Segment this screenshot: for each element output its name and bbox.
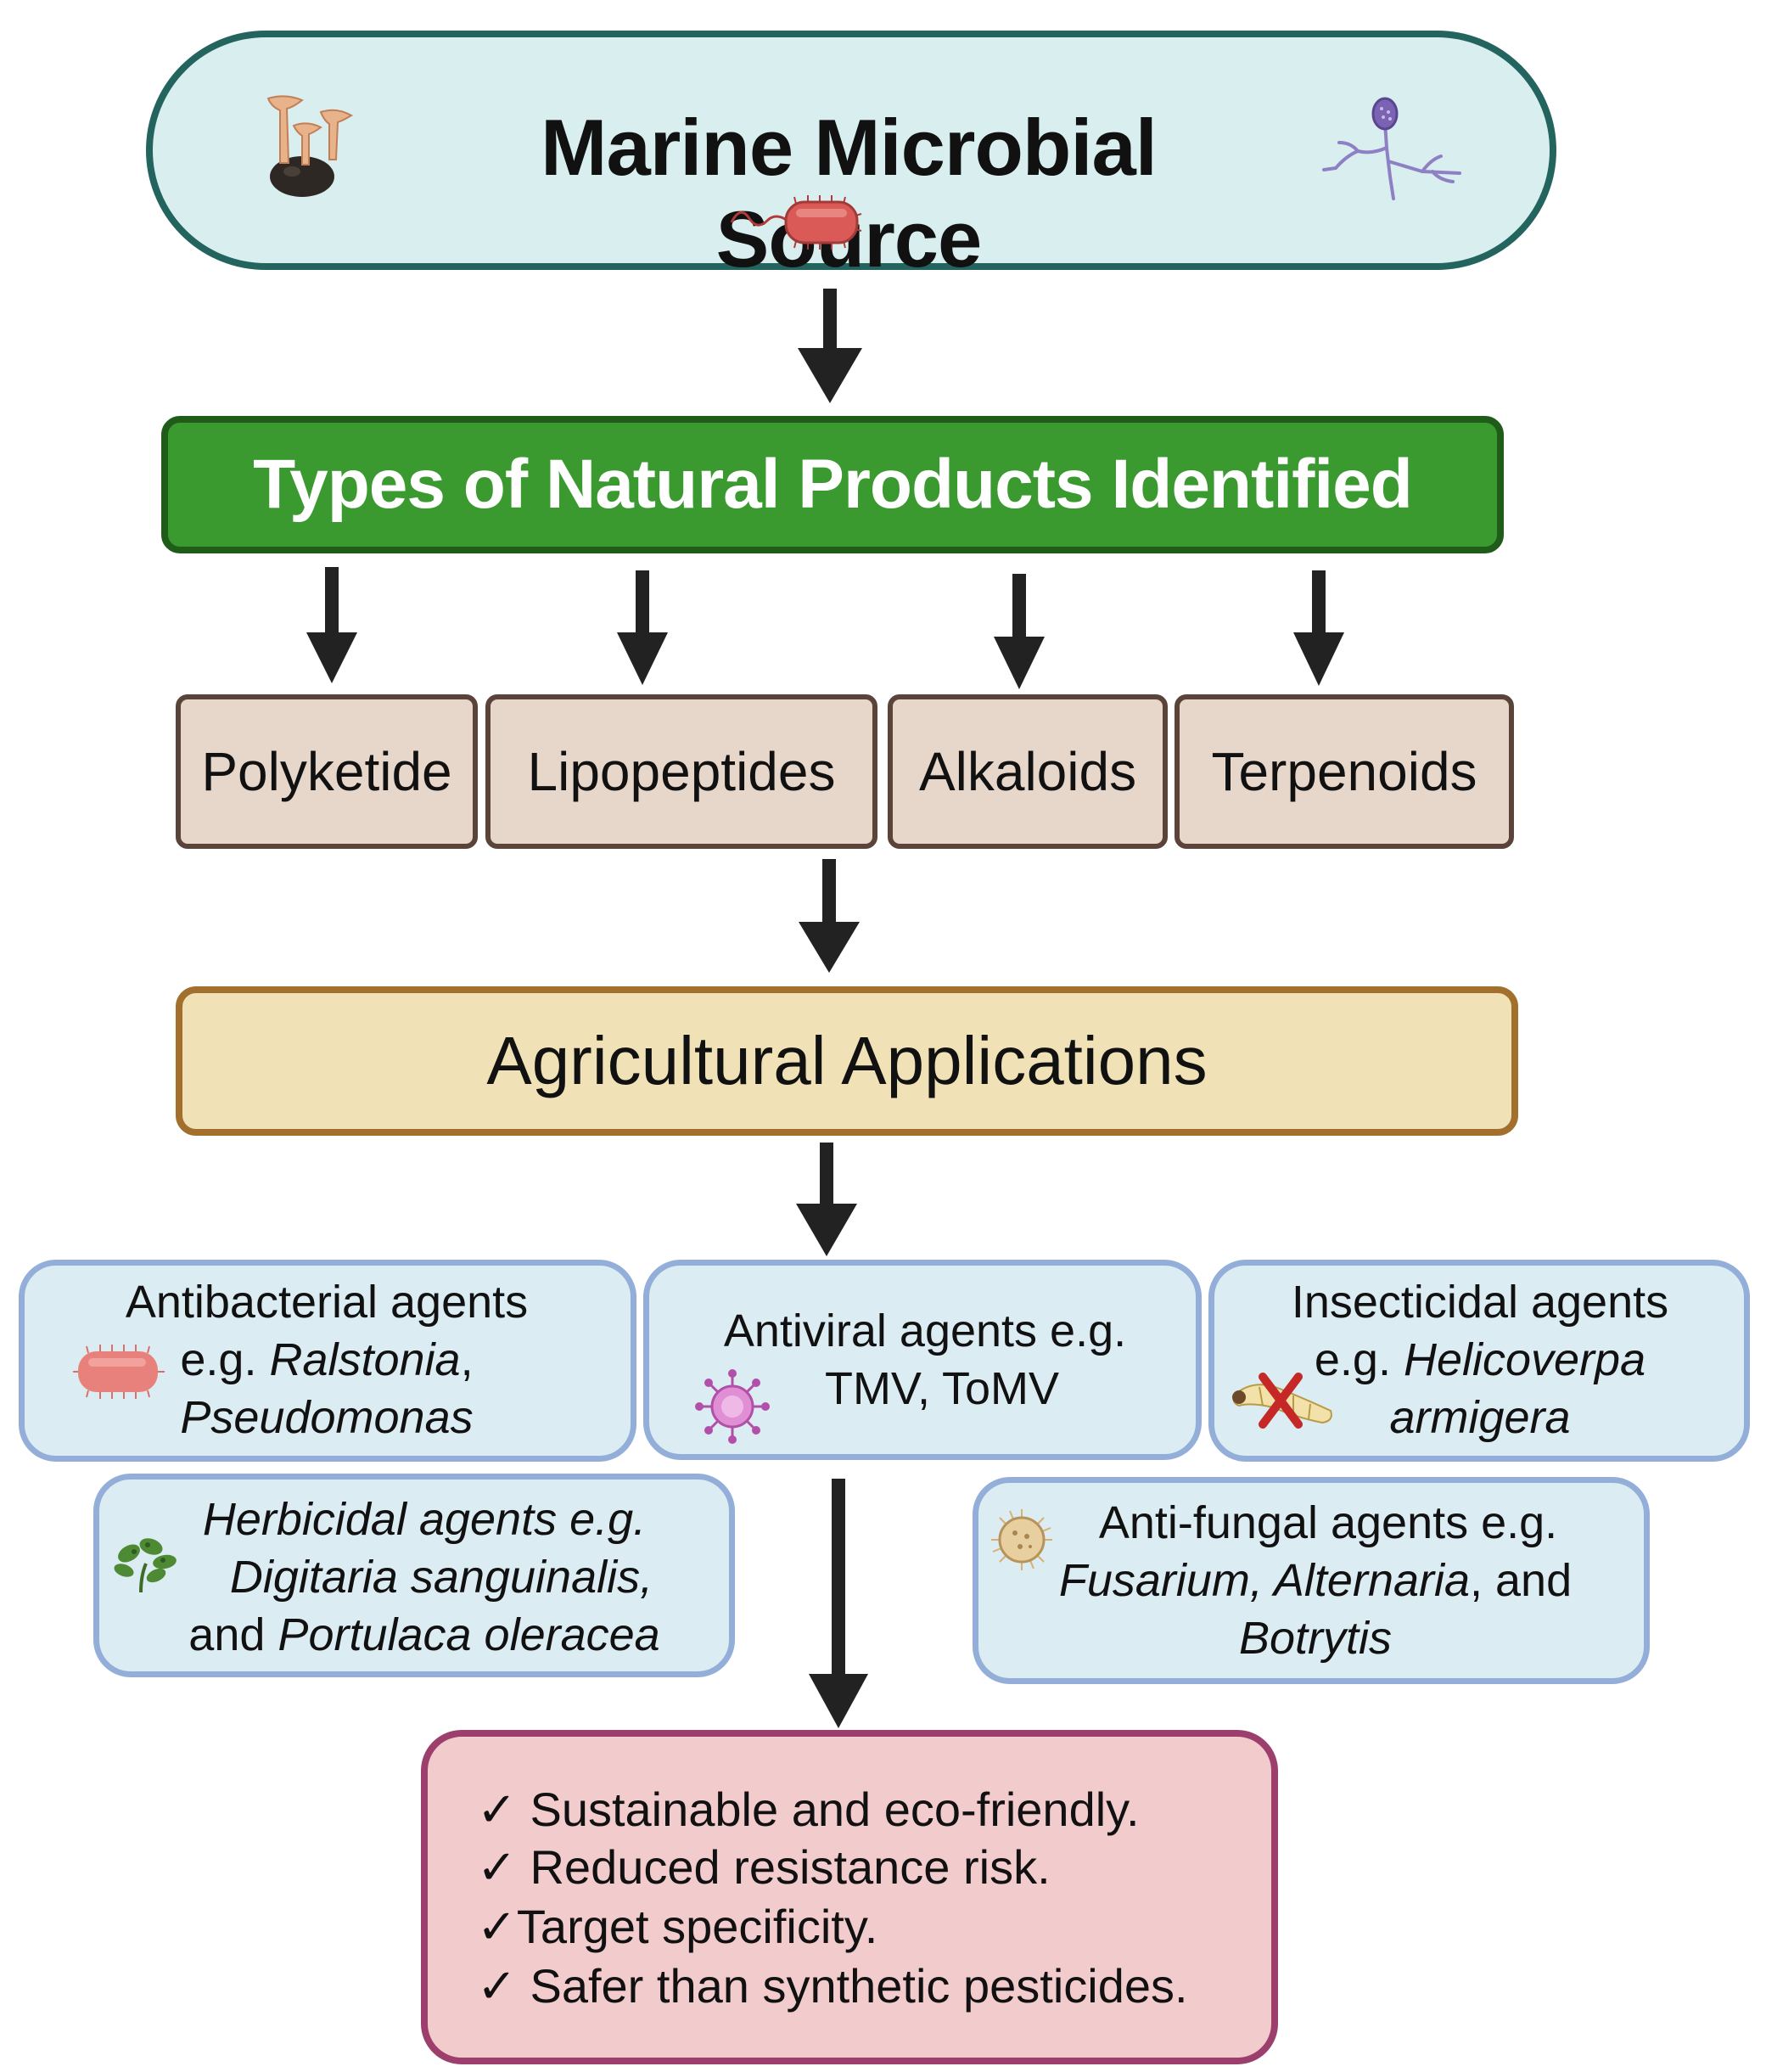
antifungal-species-2: Botrytis [1238,1613,1393,1664]
antifungal-species-1: Fusarium, Alternaria [1058,1555,1471,1606]
arrow-to-alkaloids [994,574,1045,689]
arrow-to-polyketide [306,567,357,683]
larva-cross-icon [1232,1373,1332,1429]
antibacterial-comma: , [460,1334,474,1385]
arrow-apps-to-benefits [809,1479,868,1728]
herbicidal-text: Herbicidal agents e.g. Digitaria sanguin… [127,1491,721,1664]
insecticidal-text: Insecticidal agents e.g. Helicoverpa arm… [1225,1273,1735,1446]
agricultural-applications-box: Agricultural Applications [176,986,1518,1136]
antiviral-line1: Antiviral agents e.g. [723,1306,1127,1356]
herbicidal-comma: , [640,1552,653,1603]
antifungal-box [973,1477,1650,1684]
types-title: Types of Natural Products Identified [253,446,1413,523]
herbicidal-species-1: Digitaria sanguinalis [229,1552,641,1603]
arrow-source-to-types [798,289,862,403]
benefits-box [421,1730,1278,2064]
insecticidal-line1: Insecticidal agents [1291,1277,1669,1328]
fungal-hypha-icon [1322,97,1461,200]
herbicidal-and: and [188,1609,266,1660]
mushroom-icon [266,95,353,197]
antiviral-line2: TMV, ToMV [824,1363,1060,1414]
arrow-agri-to-apps [796,1143,857,1256]
herbicidal-line1: Herbicidal agents e.g. [202,1494,647,1545]
benefit-reduced-resistance: ✓ Reduced resistance risk. [477,1840,1051,1894]
antibacterial-species-2: Pseudomonas [180,1392,474,1443]
antifungal-and: , and [1470,1555,1573,1606]
antibacterial-eg: e.g. [180,1334,257,1385]
arrow-products-to-agri [799,859,860,973]
product-polyketide: Polyketide [176,694,478,849]
weed-plant-icon [114,1538,177,1593]
product-alkaloids: Alkaloids [888,694,1168,849]
antibacterial-text: Antibacterial agents e.g. Ralstonia, Pse… [34,1273,620,1446]
arrow-to-terpenoids [1293,570,1344,686]
insecticidal-species-1: Helicoverpa [1403,1334,1646,1385]
product-terpenoids: Terpenoids [1175,694,1514,849]
antibacterial-line1: Antibacterial agents [125,1277,529,1328]
herbicidal-box [93,1474,735,1677]
virus-icon [695,1369,770,1444]
antifungal-line1: Anti-fungal agents e.g. [1098,1497,1558,1548]
antibacterial-species-1: Ralstonia [269,1334,461,1385]
insecticidal-eg: e.g. [1314,1334,1391,1385]
benefit-target-specificity: ✓Target specificity. [477,1900,878,1953]
benefit-safer: ✓ Safer than synthetic pesticides. [477,1959,1188,2013]
antifungal-text: Anti-fungal agents e.g. Fusarium, Altern… [993,1494,1638,1667]
antiviral-box [643,1260,1202,1460]
insecticidal-species-2: armigera [1389,1392,1571,1443]
arrow-to-lipopeptides [617,570,668,685]
agricultural-applications-title: Agricultural Applications [486,1023,1208,1098]
natural-products-types-box: Types of Natural Products Identified [161,416,1504,553]
herbicidal-species-2: Portulaca oleracea [278,1609,660,1660]
fungal-spore-icon [991,1509,1052,1570]
product-lipopeptides: Lipopeptides [485,694,877,849]
bacterium-icon [73,1345,165,1399]
bacterium-icon [730,195,862,250]
antiviral-text: Antiviral agents e.g. TMV, ToMV [670,1302,1180,1418]
benefit-sustainable: ✓ Sustainable and eco-friendly. [477,1783,1140,1836]
